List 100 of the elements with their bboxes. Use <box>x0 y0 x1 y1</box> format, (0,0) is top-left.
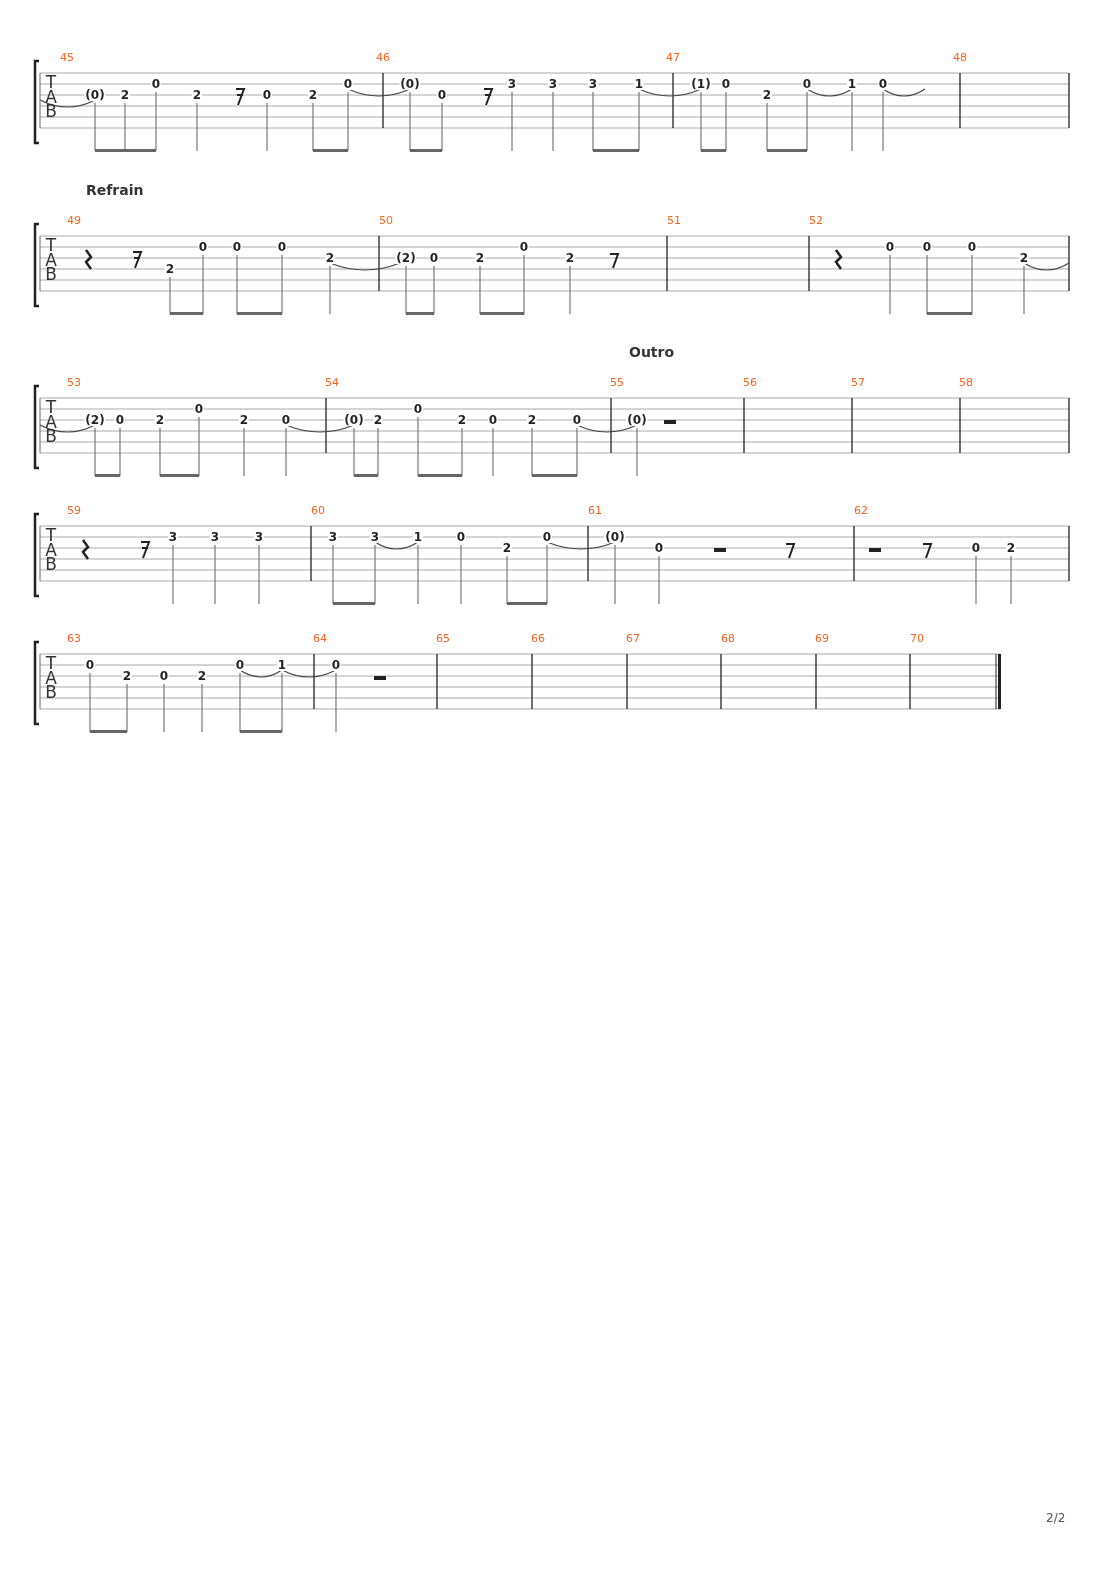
tab-letter: B <box>45 683 57 701</box>
measure-number: 50 <box>379 214 393 226</box>
measure-number: 65 <box>436 632 450 644</box>
tab-letter: T <box>45 398 57 416</box>
fret-number: (0) <box>604 531 626 543</box>
fret-number: 3 <box>167 531 179 543</box>
fret-number: 0 <box>921 241 933 253</box>
measure-number: 68 <box>721 632 735 644</box>
fret-number: 0 <box>877 78 889 90</box>
tab-letter: B <box>45 265 57 283</box>
fret-number: 0 <box>150 78 162 90</box>
measure-number: 55 <box>610 376 624 388</box>
measure-number: 51 <box>667 214 681 226</box>
fret-number: 0 <box>197 241 209 253</box>
fret-number: 3 <box>369 531 381 543</box>
fret-number: 2 <box>238 414 250 426</box>
tab-letter: B <box>45 555 57 573</box>
fret-number: 3 <box>209 531 221 543</box>
section-label: Refrain <box>86 183 144 197</box>
measure-number: 45 <box>60 51 74 63</box>
measure-number: 64 <box>313 632 327 644</box>
fret-number: 2 <box>474 252 486 264</box>
fret-number: 2 <box>307 89 319 101</box>
measure-number: 62 <box>854 504 868 516</box>
tab-letter: T <box>45 236 57 254</box>
fret-number: 0 <box>234 659 246 671</box>
fret-number: 2 <box>119 89 131 101</box>
fret-number: 0 <box>280 414 292 426</box>
fret-number: 0 <box>720 78 732 90</box>
measure-number: 61 <box>588 504 602 516</box>
fret-number: 2 <box>564 252 576 264</box>
fret-number: 2 <box>456 414 468 426</box>
tab-letter: T <box>45 526 57 544</box>
fret-number: 0 <box>261 89 273 101</box>
fret-number: 0 <box>342 78 354 90</box>
fret-number: 0 <box>428 252 440 264</box>
fret-number: 3 <box>253 531 265 543</box>
fret-number: 2 <box>761 89 773 101</box>
tab-letter: B <box>45 102 57 120</box>
fret-number: (0) <box>399 78 421 90</box>
measure-number: 54 <box>325 376 339 388</box>
fret-number: 2 <box>164 263 176 275</box>
fret-number: 0 <box>487 414 499 426</box>
fret-number: 2 <box>196 670 208 682</box>
fret-number: (0) <box>343 414 365 426</box>
fret-number: 0 <box>801 78 813 90</box>
fret-number: (0) <box>84 89 106 101</box>
measure-number: 60 <box>311 504 325 516</box>
measure-number: 58 <box>959 376 973 388</box>
fret-number: 0 <box>276 241 288 253</box>
measure-number: 48 <box>953 51 967 63</box>
tab-letter: T <box>45 73 57 91</box>
fret-number: 0 <box>231 241 243 253</box>
fret-number: 2 <box>501 542 513 554</box>
fret-number: 0 <box>193 403 205 415</box>
fret-number: 2 <box>191 89 203 101</box>
fret-number: 2 <box>526 414 538 426</box>
fret-number: (2) <box>395 252 417 264</box>
fret-number: (0) <box>626 414 648 426</box>
fret-number: 0 <box>412 403 424 415</box>
fret-number: 0 <box>518 241 530 253</box>
fret-number: 0 <box>436 89 448 101</box>
fret-number: 0 <box>571 414 583 426</box>
fret-number: 0 <box>158 670 170 682</box>
measure-number: 49 <box>67 214 81 226</box>
tab-letter: B <box>45 427 57 445</box>
measure-number: 70 <box>910 632 924 644</box>
fret-number: 2 <box>1018 252 1030 264</box>
fret-number: 0 <box>653 542 665 554</box>
fret-number: 3 <box>506 78 518 90</box>
section-label: Outro <box>629 345 675 359</box>
measure-number: 67 <box>626 632 640 644</box>
measure-number: 46 <box>376 51 390 63</box>
fret-number: 3 <box>327 531 339 543</box>
measure-number: 66 <box>531 632 545 644</box>
fret-number: 2 <box>1005 542 1017 554</box>
fret-number: 2 <box>154 414 166 426</box>
fret-number: (1) <box>690 78 712 90</box>
tab-letter: T <box>45 654 57 672</box>
fret-number: 2 <box>121 670 133 682</box>
fret-number: 3 <box>587 78 599 90</box>
fret-number: 2 <box>372 414 384 426</box>
page-number: 2/2 <box>1046 1512 1066 1524</box>
fret-number: 1 <box>276 659 288 671</box>
fret-number: 0 <box>966 241 978 253</box>
fret-number: 0 <box>541 531 553 543</box>
measure-number: 69 <box>815 632 829 644</box>
fret-number: 0 <box>84 659 96 671</box>
measure-number: 53 <box>67 376 81 388</box>
fret-number: 0 <box>884 241 896 253</box>
fret-number: 3 <box>547 78 559 90</box>
measure-number: 56 <box>743 376 757 388</box>
measure-number: 52 <box>809 214 823 226</box>
fret-number: 0 <box>970 542 982 554</box>
fret-number: 0 <box>455 531 467 543</box>
fret-number: 0 <box>330 659 342 671</box>
fret-number: 2 <box>324 252 336 264</box>
fret-number: 0 <box>114 414 126 426</box>
fret-number: 1 <box>412 531 424 543</box>
fret-number: (2) <box>84 414 106 426</box>
